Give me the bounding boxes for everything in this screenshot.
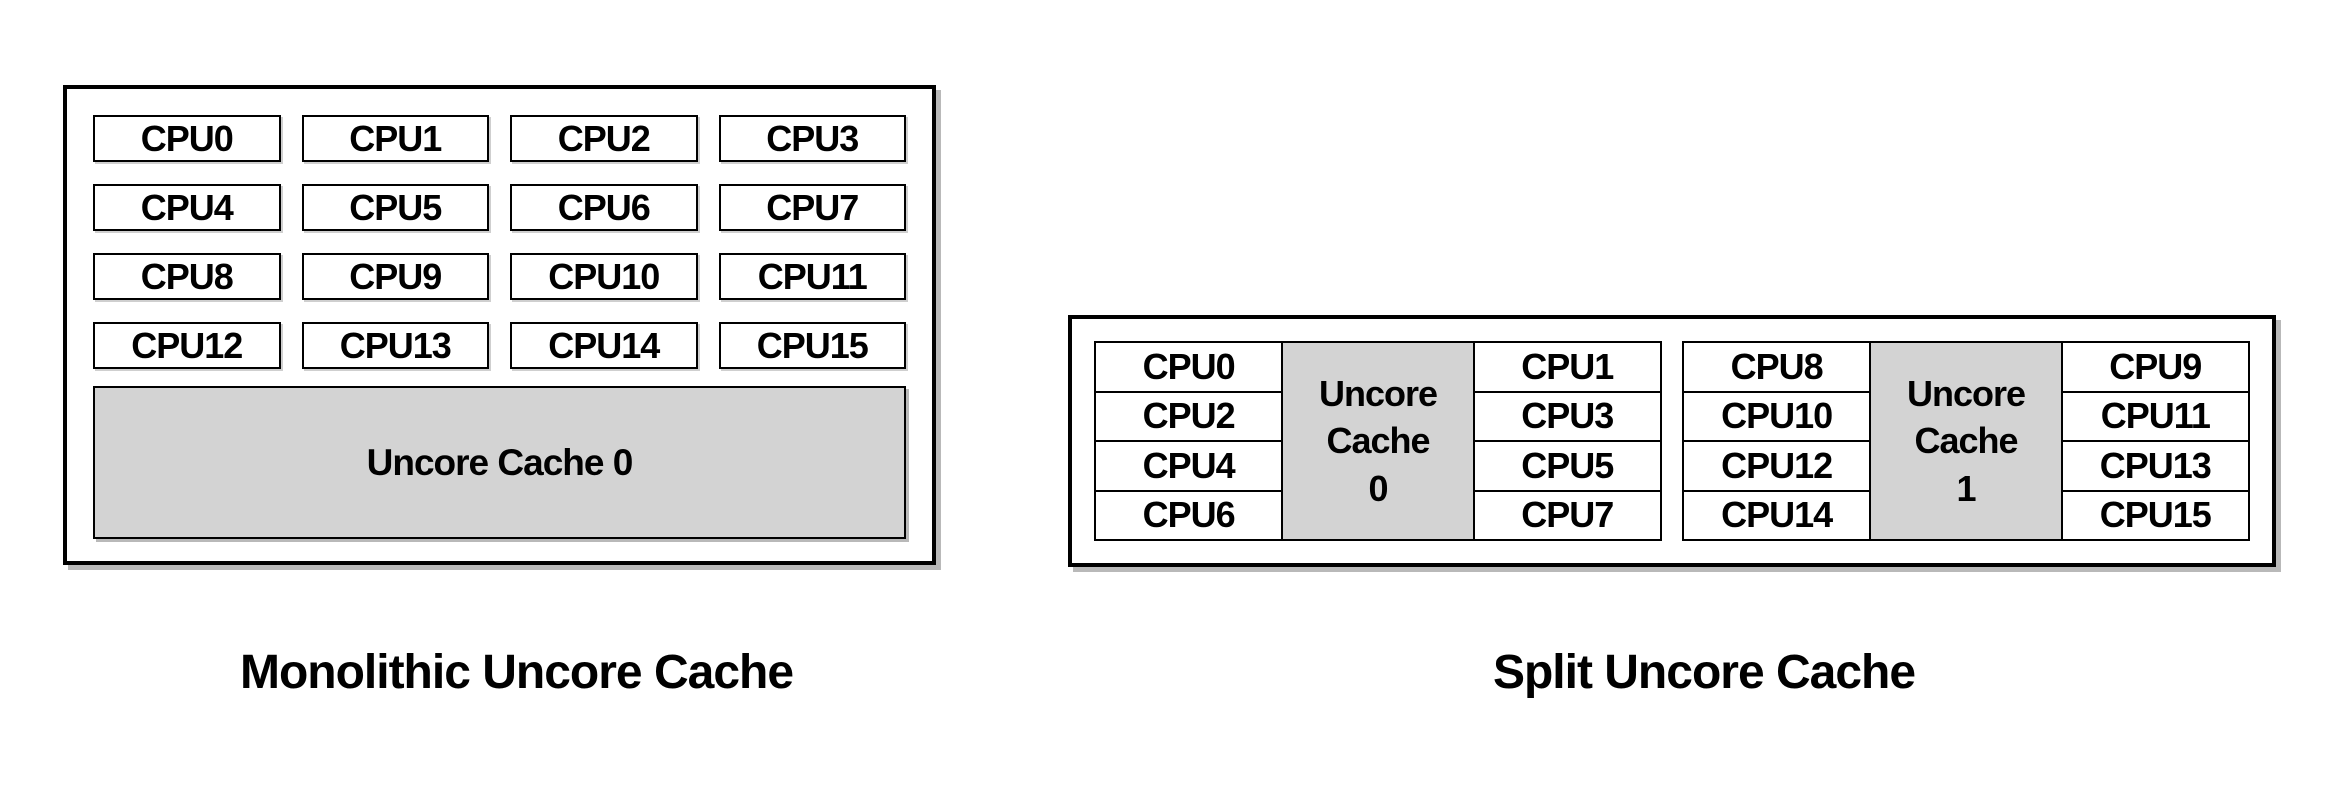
cpu-cell-4: CPU4 [1094, 440, 1284, 492]
cpu-box-1: CPU1 [301, 115, 489, 162]
cpu-cell-10: CPU10 [1682, 390, 1872, 442]
cache-line: Cache [1914, 420, 2018, 462]
cpu-box-4: CPU4 [93, 184, 281, 231]
cpu-box-14: CPU14 [510, 322, 698, 369]
cluster-0-left-cpu-column: CPU0 CPU2 CPU4 CPU6 [1094, 341, 1284, 541]
cpu-box-12: CPU12 [93, 322, 281, 369]
monolithic-uncore-diagram: CPU0 CPU1 CPU2 CPU3 CPU4 CPU5 CPU6 CPU7 … [63, 85, 936, 565]
cpu-box-9: CPU9 [301, 253, 489, 300]
cluster-1-right-cpu-column: CPU9 CPU11 CPU13 CPU15 [2060, 341, 2250, 541]
cache-line: Uncore [1318, 372, 1438, 414]
cpu-cell-13: CPU13 [2060, 440, 2250, 492]
cpu-box-2: CPU2 [510, 115, 698, 162]
cpu-box-5: CPU5 [301, 184, 489, 231]
cache-line: Uncore [1906, 372, 2026, 414]
uncore-cache-0-box: Uncore Cache 0 [93, 386, 906, 539]
cpu-cell-15: CPU15 [2060, 489, 2250, 541]
uncore-cache-0-split-box: Uncore Cache 0 [1281, 341, 1475, 541]
split-uncore-diagram: CPU0 CPU2 CPU4 CPU6 Uncore Cache 0 CPU1 … [1068, 315, 2276, 567]
cpu-cell-7: CPU7 [1472, 489, 1662, 541]
cpu-cell-6: CPU6 [1094, 489, 1284, 541]
cpu-box-10: CPU10 [510, 253, 698, 300]
cluster-1-left-cpu-column: CPU8 CPU10 CPU12 CPU14 [1682, 341, 1872, 541]
cpu-cell-11: CPU11 [2060, 390, 2250, 442]
cpu-cell-9: CPU9 [2060, 341, 2250, 393]
cpu-box-15: CPU15 [718, 322, 906, 369]
monolithic-caption: Monolithic Uncore Cache [239, 646, 794, 699]
cluster-0-right-cpu-column: CPU1 CPU3 CPU5 CPU7 [1472, 341, 1662, 541]
cpu-box-13: CPU13 [301, 322, 489, 369]
split-caption: Split Uncore Cache [1492, 646, 1916, 699]
split-cluster-0: CPU0 CPU2 CPU4 CPU6 Uncore Cache 0 CPU1 … [1094, 341, 1662, 541]
cpu-grid: CPU0 CPU1 CPU2 CPU3 CPU4 CPU5 CPU6 CPU7 … [93, 115, 906, 369]
uncore-cache-1-split-box: Uncore Cache 1 [1869, 341, 2063, 541]
cpu-box-0: CPU0 [93, 115, 281, 162]
cpu-cell-0: CPU0 [1094, 341, 1284, 393]
cpu-box-7: CPU7 [718, 184, 906, 231]
cpu-cell-14: CPU14 [1682, 489, 1872, 541]
cpu-box-8: CPU8 [93, 253, 281, 300]
cpu-cell-5: CPU5 [1472, 440, 1662, 492]
cpu-box-11: CPU11 [718, 253, 906, 300]
split-cluster-1: CPU8 CPU10 CPU12 CPU14 Uncore Cache 1 CP… [1682, 341, 2250, 541]
cpu-box-3: CPU3 [718, 115, 906, 162]
cache-line: 1 [1956, 467, 1976, 509]
cache-line: 0 [1368, 467, 1388, 509]
cache-line: Cache [1326, 420, 1430, 462]
cpu-box-6: CPU6 [510, 184, 698, 231]
cpu-cell-1: CPU1 [1472, 341, 1662, 393]
cpu-cell-8: CPU8 [1682, 341, 1872, 393]
cpu-cell-12: CPU12 [1682, 440, 1872, 492]
cpu-cell-3: CPU3 [1472, 390, 1662, 442]
cpu-cell-2: CPU2 [1094, 390, 1284, 442]
